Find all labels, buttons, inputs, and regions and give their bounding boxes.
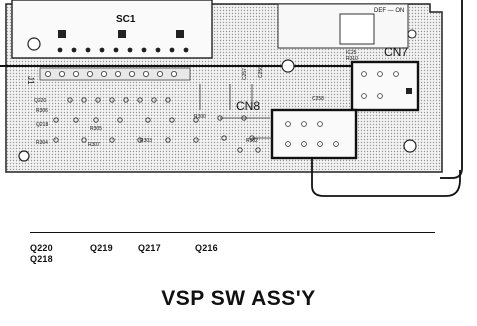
mount-hole-right: [407, 29, 417, 39]
label-r310: R310: [346, 56, 358, 62]
label-c257: C257: [242, 68, 248, 80]
label-cn7: CN7: [384, 45, 408, 59]
label-r306: R306: [36, 108, 48, 114]
transistor-q220: Q220: [30, 243, 53, 253]
big-hole: [281, 59, 295, 73]
label-ic25: IC25: [346, 50, 357, 56]
label-c258: C258: [312, 96, 324, 102]
label-r307: R307: [88, 142, 100, 148]
label-cn8: CN8: [236, 99, 260, 113]
label-r300: R300: [194, 114, 206, 120]
divider-line: [30, 232, 435, 233]
label-j1: J1: [26, 76, 35, 85]
bottom-hole: [18, 150, 30, 162]
sc1-pin-sq2: [118, 30, 126, 38]
component-field: [53, 97, 261, 153]
sc1-pin-row: [57, 47, 189, 53]
label-r302: R302: [246, 138, 258, 144]
transistor-q219: Q219: [90, 243, 113, 253]
mount-hole-left: [27, 37, 41, 51]
transistor-q216: Q216: [195, 243, 218, 253]
label-c250: C250: [258, 66, 264, 78]
j1-pins: [45, 71, 177, 78]
transistor-q217: Q217: [138, 243, 161, 253]
j1-header: [39, 67, 191, 81]
sc1-connector: [11, 0, 213, 59]
label-q220: Q220: [34, 98, 46, 104]
transistor-q218: Q218: [30, 254, 53, 264]
label-r303: R303: [140, 138, 152, 144]
component-traces: [199, 84, 272, 139]
cn7-connector: [350, 60, 420, 112]
board-edge: [440, 0, 463, 179]
right-hole: [403, 139, 417, 153]
label-sc1: SC1: [116, 14, 136, 25]
assembly-title: VSP SW ASS'Y: [161, 287, 316, 310]
label-q218: Q218: [36, 122, 48, 128]
sc1-pin-sq3: [176, 30, 184, 38]
label-def-on: DEF — ON: [374, 8, 404, 14]
label-r305: R305: [90, 126, 102, 132]
cn8-wire: [311, 158, 461, 197]
cn8-connector: [270, 108, 358, 160]
def-switch-body: [339, 13, 375, 45]
label-r304: R304: [36, 140, 48, 146]
sc1-pin-sq: [58, 30, 66, 38]
